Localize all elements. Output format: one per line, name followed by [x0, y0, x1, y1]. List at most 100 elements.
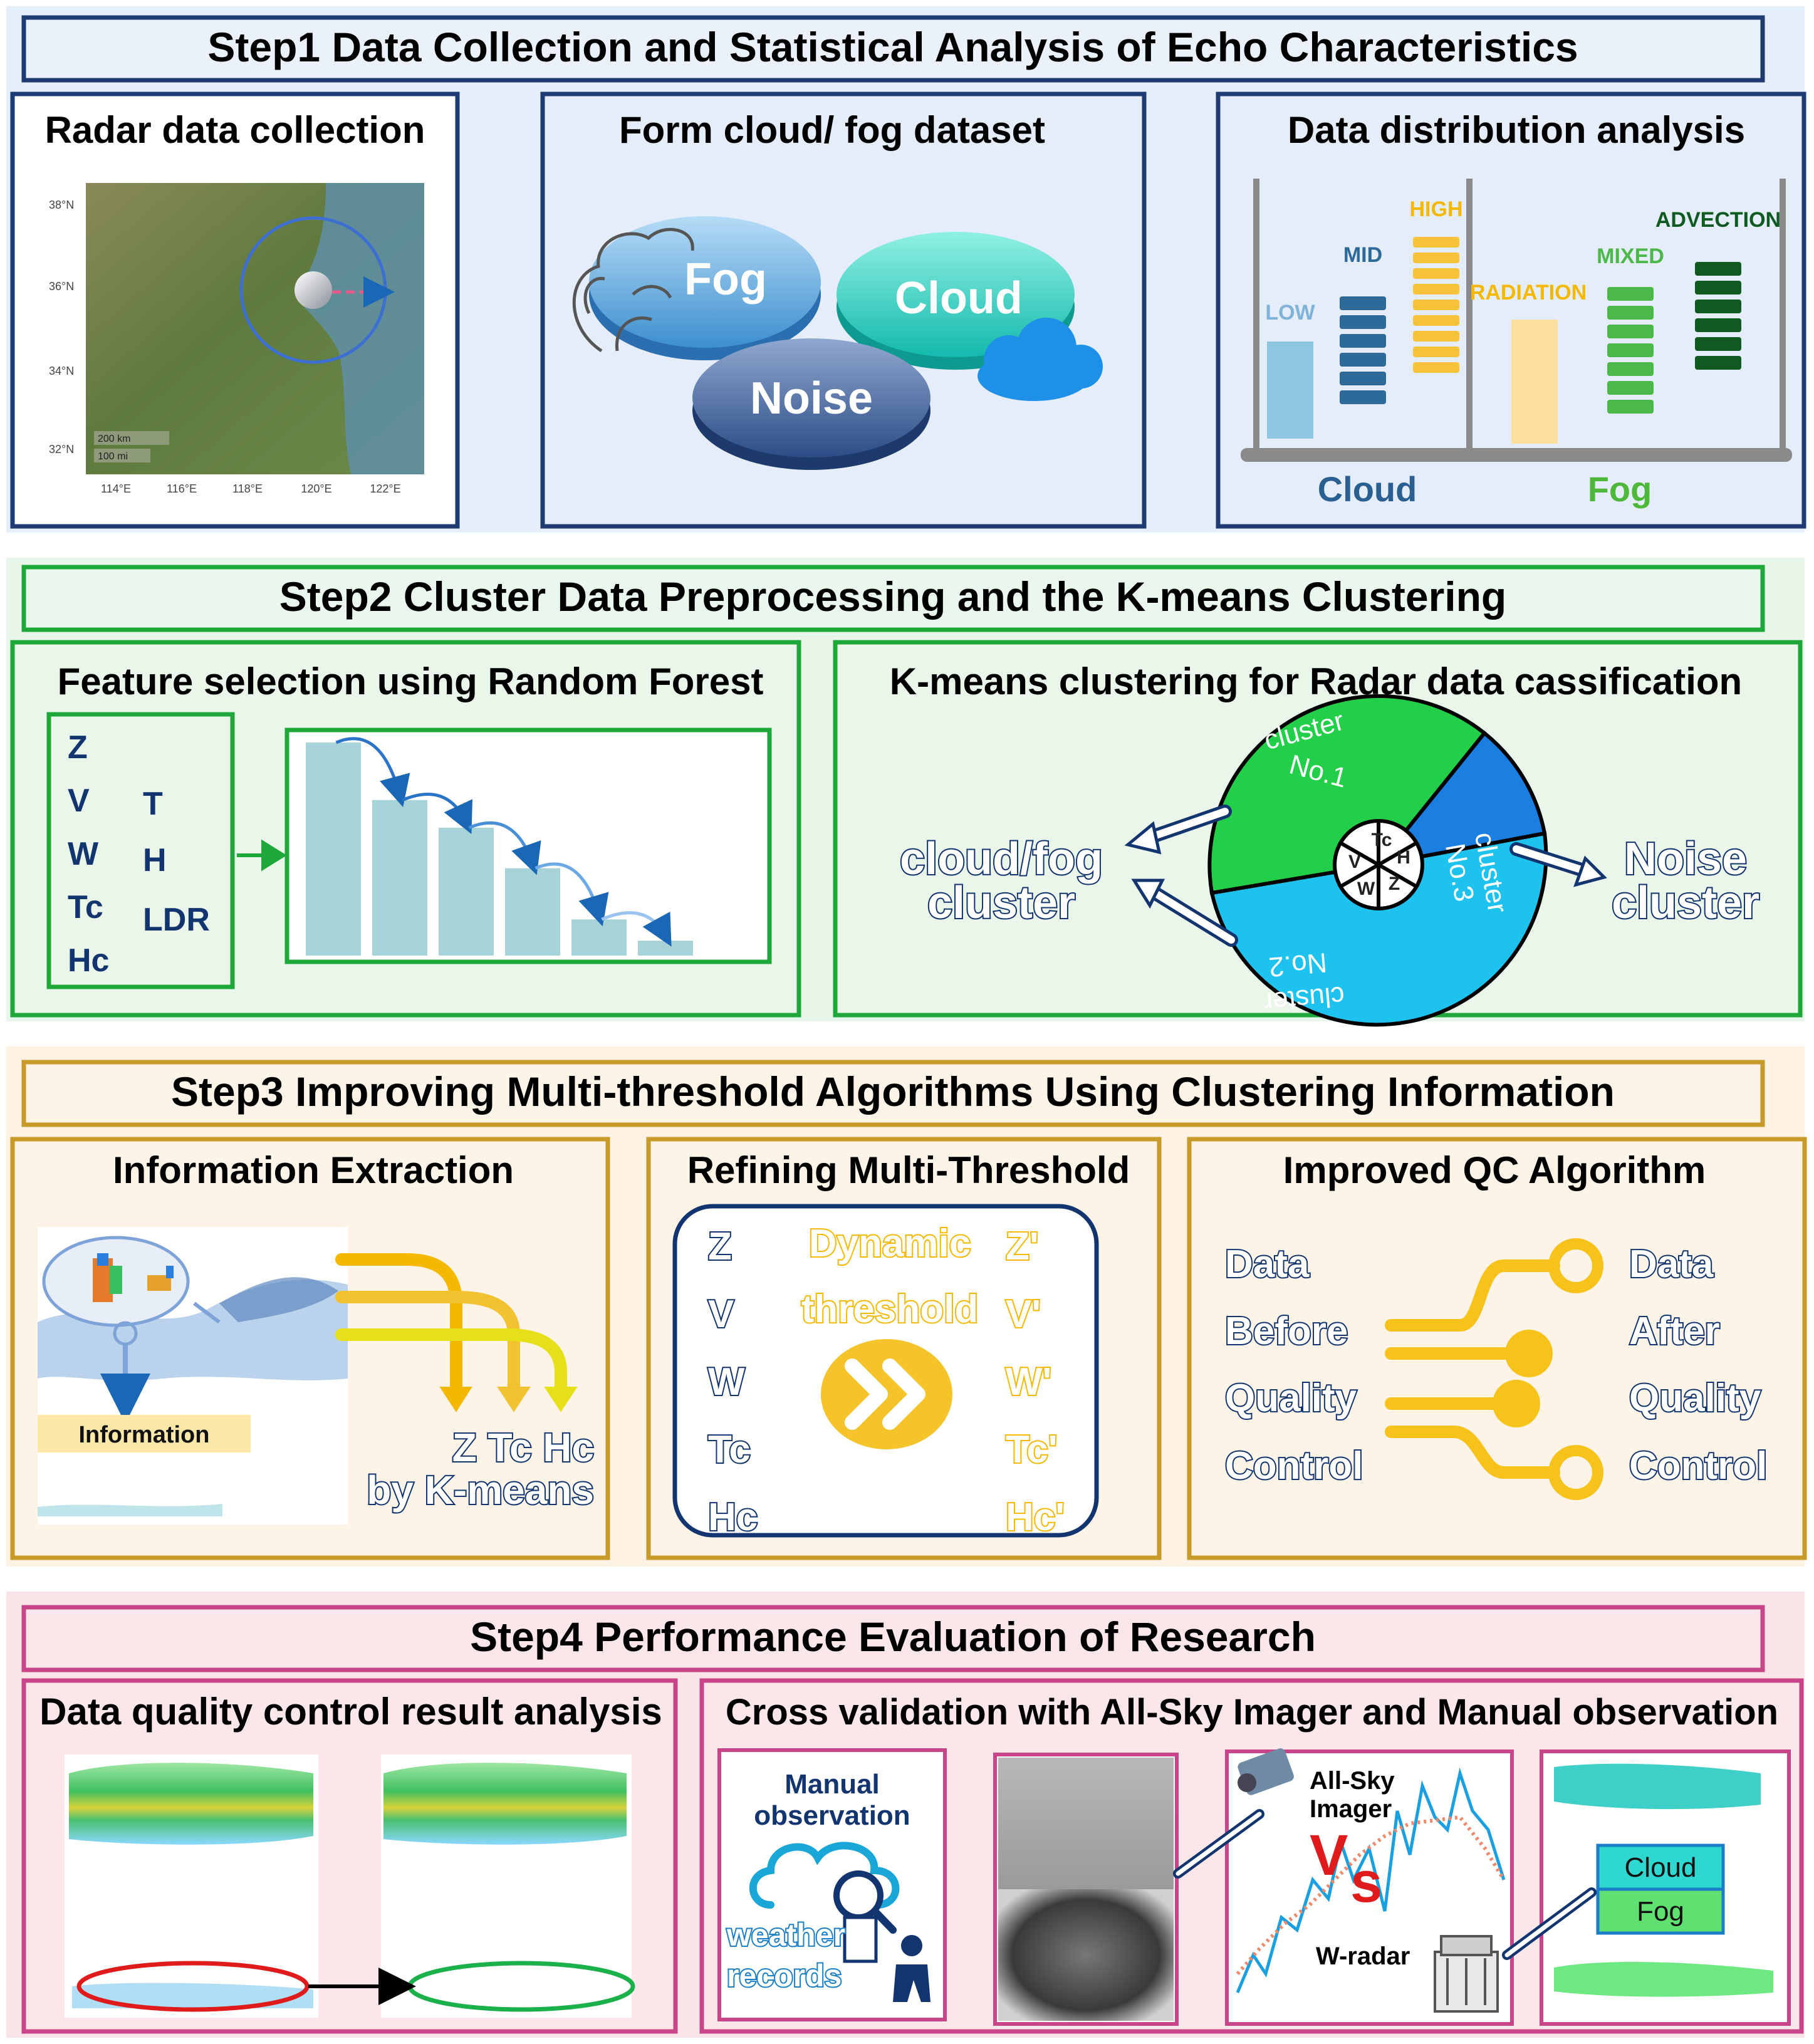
- center-feature-z: Z: [1389, 873, 1400, 894]
- panel-refining: Refining Multi-Threshold Z V W Tc Hc Z' …: [646, 1137, 1162, 1560]
- panel-kmeans-title: K-means clustering for Radar data cassif…: [890, 660, 1742, 702]
- before-control: Control: [1225, 1444, 1363, 1488]
- before-noise-ellipse: [76, 1961, 310, 2012]
- allsky-line1: All-Sky: [1310, 1767, 1395, 1795]
- panel-features: Feature selection using Random Forest Z …: [10, 640, 801, 1018]
- importance-bars: [306, 737, 693, 956]
- yellow-flow-arrows: [335, 1253, 578, 1412]
- records-line2: records: [727, 1958, 842, 1993]
- lat-32: 32°N: [49, 443, 74, 456]
- center-feature-v: V: [1348, 852, 1361, 872]
- radar-series-line: [1236, 1767, 1506, 1993]
- feature-list-box: [46, 712, 235, 989]
- dist-label-radiation: RADIATION: [1470, 281, 1587, 305]
- feature-h: H: [143, 842, 167, 879]
- step3-section: Step3 Improving Multi-threshold Algorith…: [6, 1046, 1807, 1567]
- dist-bar-mixed: [1607, 287, 1654, 414]
- var-z-prime: Z': [1006, 1225, 1039, 1268]
- sea-area: [295, 183, 424, 474]
- after-quality: Quality: [1629, 1377, 1761, 1420]
- noise-label: Noise: [750, 373, 873, 424]
- step4-title: Step4 Performance Evaluation of Research: [470, 1614, 1316, 1660]
- importance-curve-arrow: [601, 911, 672, 947]
- document-icon: [843, 1916, 878, 1963]
- dist-label-low: LOW: [1265, 301, 1315, 325]
- dynamic-label: Dynamic: [809, 1222, 971, 1265]
- imager-series-line: [1236, 1815, 1506, 1975]
- dist-bar-high: [1413, 237, 1459, 373]
- information-label: Information: [79, 1422, 210, 1448]
- panel-kmeans: K-means clustering for Radar data cassif…: [833, 640, 1803, 1027]
- feature-w: W: [68, 836, 99, 872]
- panel-dataset: Form cloud/ fog dataset Fog Cloud: [540, 91, 1147, 529]
- importance-bar: [571, 919, 627, 956]
- group-label-fog: Fog: [1588, 469, 1652, 509]
- cluster-wheel: [1207, 694, 1548, 1027]
- panel-qc-result: Data quality control result analysis: [21, 1678, 678, 2034]
- threshold-label: threshold: [801, 1288, 978, 1331]
- group-label-cloud: Cloud: [1318, 469, 1417, 509]
- step3-title-box: [21, 1060, 1765, 1127]
- importance-curve-arrow: [402, 792, 472, 835]
- lat-34: 34°N: [49, 365, 74, 377]
- noise-disc: Noise: [692, 338, 930, 470]
- records-line1: weather: [726, 1917, 845, 1953]
- panel-qc: Improved QC Algorithm Data Before Qualit…: [1187, 1137, 1807, 1560]
- lon-114: 114°E: [101, 482, 131, 495]
- step2-title-box: [21, 565, 1765, 632]
- panel-features-title: Feature selection using Random Forest: [58, 660, 764, 702]
- var-tc: Tc: [708, 1428, 751, 1471]
- panel-cross: Cross validation with All-Sky Imager and…: [699, 1678, 1804, 2034]
- cluster2-label-a: cluster: [1263, 980, 1346, 1018]
- feature-t: T: [143, 786, 163, 822]
- importance-curve-arrow: [534, 862, 609, 927]
- cluster2-label-b: No.2: [1268, 947, 1328, 983]
- panel-radar-title: Radar data collection: [45, 109, 425, 151]
- var-v-prime: V': [1006, 1293, 1041, 1336]
- var-v: V: [708, 1293, 734, 1336]
- step4-title-box: [21, 1605, 1765, 1672]
- allsky-line2: Imager: [1310, 1795, 1392, 1823]
- vs-v: V: [1310, 1823, 1348, 1887]
- fog-label: Fog: [684, 254, 767, 305]
- cloudfog-cluster-line2: cluster: [927, 878, 1075, 928]
- importance-bar: [505, 868, 560, 956]
- feature-ldr: LDR: [143, 902, 210, 938]
- feature-hc: Hc: [68, 942, 109, 979]
- importance-curve-arrow: [468, 821, 541, 875]
- cloud-icon: [977, 318, 1103, 401]
- step3-title: Step3 Improving Multi-threshold Algorith…: [171, 1068, 1615, 1115]
- after-data: Data: [1629, 1243, 1714, 1286]
- before-data: Data: [1225, 1243, 1310, 1286]
- dist-label-mid: MID: [1343, 243, 1382, 267]
- panel-distribution-title: Data distribution analysis: [1288, 109, 1745, 151]
- cloud-outline-icon: [749, 1842, 900, 1909]
- importance-bar: [439, 828, 494, 956]
- feature-tc: Tc: [68, 889, 103, 926]
- var-tc-prime: Tc': [1006, 1428, 1058, 1471]
- before-quality: Quality: [1225, 1377, 1357, 1420]
- wradar-label: W-radar: [1316, 1942, 1410, 1970]
- after-after: After: [1629, 1310, 1720, 1353]
- lat-36: 36°N: [49, 280, 74, 293]
- center-feature-tc: Tc: [1372, 830, 1392, 850]
- step1-section: Step1 Data Collection and Statistical An…: [6, 6, 1806, 533]
- noise-cluster-line1: Noise: [1624, 834, 1747, 884]
- manual-line2: observation: [754, 1800, 910, 1831]
- fog-class-box: [1596, 1887, 1725, 1935]
- cloudfog-cluster-line1: cloud/fog: [900, 834, 1103, 884]
- importance-bar: [638, 941, 693, 956]
- fog-swirl-icon: [572, 227, 694, 353]
- panel-radar-collection: Radar data collection 200 km 100 mi 38°N…: [10, 91, 460, 529]
- cloud-class-label: Cloud: [1625, 1852, 1697, 1883]
- var-w-prime: W': [1006, 1360, 1051, 1404]
- observer-icon: [893, 1935, 930, 2002]
- lon-120: 120°E: [301, 482, 331, 495]
- information-badge: [38, 1415, 251, 1452]
- panel-qc-title: Improved QC Algorithm: [1283, 1149, 1706, 1191]
- qc-circuit-icon: [1385, 1238, 1603, 1500]
- panel-refining-title: Refining Multi-Threshold: [687, 1149, 1130, 1191]
- noise-cluster-line2: cluster: [1612, 878, 1759, 928]
- cloud-label: Cloud: [895, 273, 1023, 323]
